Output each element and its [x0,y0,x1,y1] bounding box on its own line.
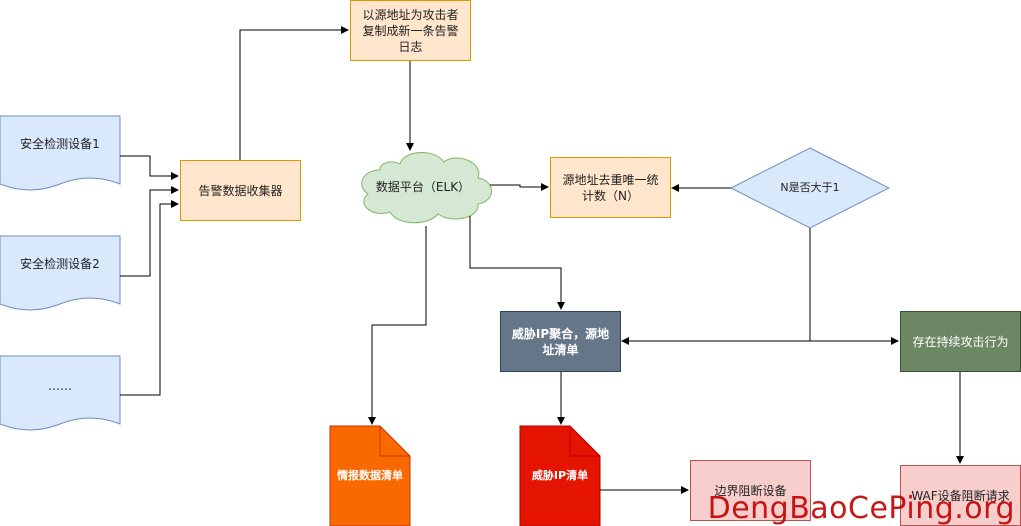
intel-doc-fold [379,426,410,457]
threat-ip-list-label: 威胁IP清单 [531,469,589,482]
edge-elk-aggregate [469,216,565,310]
device2-label: 安全检测设备2 [20,257,100,271]
edge-elk-dedup [490,183,549,191]
dedup-count-box: 源地址去重唯一统计数（N） [550,157,671,218]
edge-decision-persistent [809,228,899,345]
persistent-attack-box: 存在持续攻击行为 [900,311,1021,372]
intel-list-label: 情报数据清单 [337,469,403,482]
elk-cloud-shape [361,152,492,224]
waf-block-box: WAF设备阻断请求 [900,465,1021,526]
aggregate-box: 威胁IP聚合，源地址清单 [500,311,621,372]
device3-shape [0,355,121,431]
watermark-text: DengBaoCePing.org [707,491,1015,526]
copy-log-box: 以源地址为攻击者复制成新一条告警日志 [350,0,471,61]
decision-label: N是否大于1 [780,181,840,194]
elk-label: 数据平台（ELK） [375,180,471,194]
edge-elk-intel [368,226,427,425]
border-block-box: 边界阻断设备 [690,460,811,521]
device3-label: …… [48,379,72,393]
device1-shape [0,115,121,191]
edge-device1-collector [120,155,179,180]
threat-doc-fold [569,426,600,457]
edge-collector-copy [239,26,349,160]
device1-label: 安全检测设备1 [20,137,100,151]
edge-device2-collector [120,186,179,277]
edge-device3-collector [120,200,179,396]
threat-doc-shape [519,425,601,526]
device2-shape [0,235,121,311]
collector-box: 告警数据收集器 [180,160,301,221]
intel-doc-shape [329,425,411,526]
